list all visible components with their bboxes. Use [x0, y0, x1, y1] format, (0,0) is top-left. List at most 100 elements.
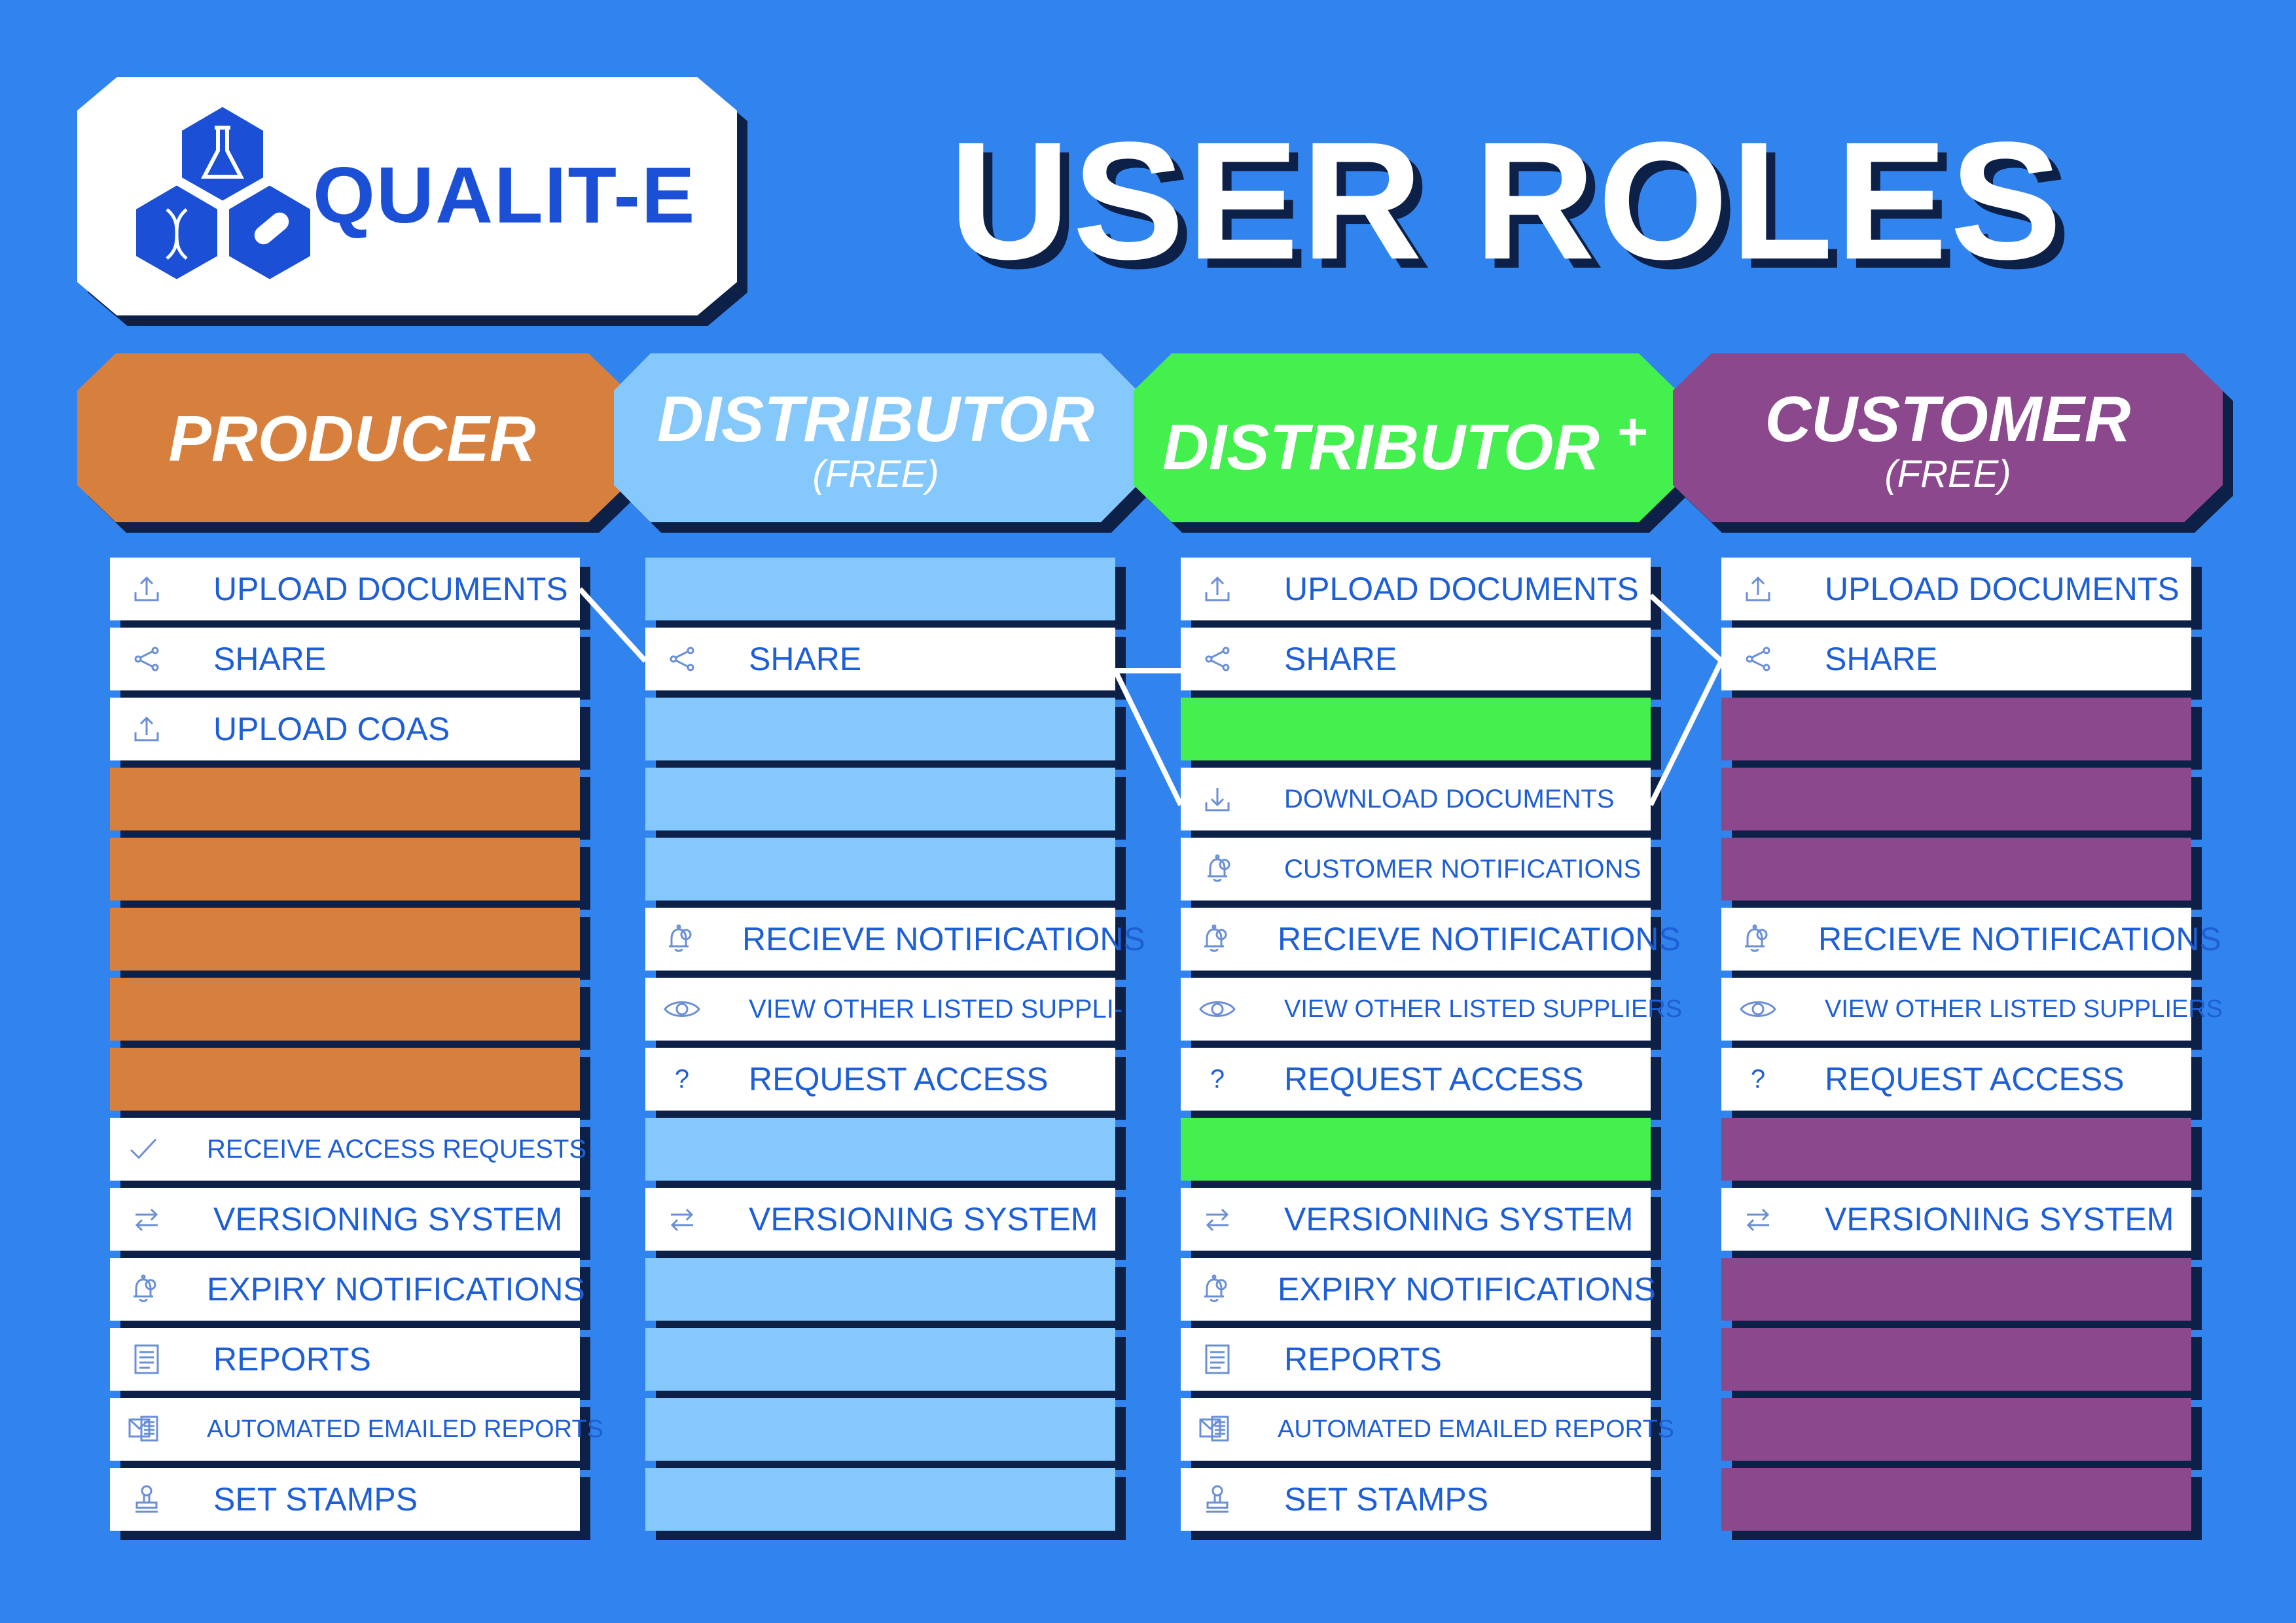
logo-hexagon-icon	[132, 102, 314, 284]
bell-icon	[662, 919, 695, 959]
empty-feature-slot	[1721, 1328, 2191, 1391]
feature-row: SHARE	[645, 628, 1115, 690]
feature-row: DOWNLOAD DOCUMENTS	[1181, 768, 1651, 830]
header-distributor-free-name: DISTRIBUTOR	[657, 383, 1094, 455]
feature-label: UPLOAD COAS	[213, 711, 450, 747]
feature-row: EXPIRY NOTIFICATIONS	[1181, 1258, 1656, 1321]
header-customer-sub: (FREE)	[1884, 453, 2011, 495]
feature-label: SET STAMPS	[213, 1481, 418, 1518]
share-icon	[1198, 639, 1237, 679]
feature-row: SHARE	[110, 628, 580, 690]
feature-row: SET STAMPS	[1181, 1468, 1651, 1531]
svg-text:?: ?	[675, 1065, 689, 1094]
feature-label: VIEW OTHER LISTED SUPPLIERS	[1825, 995, 2223, 1023]
check-icon	[127, 1130, 160, 1169]
column-customer: UPLOAD DOCUMENTS SHARE RECIEVE NOTIFICATIO…	[1721, 558, 2223, 1538]
column-producer: UPLOAD DOCUMENTS SHARE UPLOAD COAS RECEIVE …	[110, 558, 603, 1538]
feature-row: RECIEVE NOTIFICATIONS	[1721, 908, 2221, 971]
header-distributor-plus-name: DISTRIBUTOR	[1162, 411, 1600, 483]
feature-row: RECIEVE NOTIFICATIONS	[1181, 908, 1681, 971]
header-distributor-free: DISTRIBUTOR (FREE)	[614, 353, 1138, 522]
feature-label: VERSIONING SYSTEM	[1284, 1201, 1634, 1238]
feature-label: RECEIVE ACCESS REQUESTS	[207, 1134, 587, 1164]
feature-label: SET STAMPS	[1284, 1481, 1489, 1518]
feature-row: VERSIONING SYSTEM	[1181, 1188, 1651, 1251]
feature-row: RECEIVE ACCESS REQUESTS	[110, 1118, 586, 1181]
empty-feature-slot	[1721, 768, 2191, 830]
empty-feature-slot	[110, 1048, 580, 1111]
feature-row: UPLOAD DOCUMENTS	[1181, 558, 1651, 620]
feature-label: VERSIONING SYSTEM	[213, 1201, 563, 1238]
empty-feature-slot	[645, 1328, 1115, 1391]
feature-label: UPLOAD DOCUMENTS	[1825, 571, 2179, 607]
feature-row: EXPIRY NOTIFICATIONS	[110, 1258, 585, 1321]
download-icon	[1198, 779, 1237, 819]
empty-feature-slot	[1181, 1118, 1651, 1181]
empty-feature-slot	[1721, 698, 2191, 760]
header-distributor-plus-sign: +	[1617, 402, 1648, 461]
bell-icon	[1738, 919, 1771, 959]
feature-label: REPORTS	[213, 1341, 371, 1378]
feature-row: VIEW OTHER LISTED SUPPLIERS	[1721, 978, 2223, 1041]
feature-label: AUTOMATED EMAILED REPORTS	[1278, 1415, 1674, 1443]
feature-row: ?REQUEST ACCESS	[645, 1048, 1115, 1111]
header-distributor-free-sub: (FREE)	[812, 453, 939, 495]
logo-text: QUALIT-E	[313, 151, 696, 240]
upload-icon	[127, 709, 166, 749]
feature-label: SHARE	[749, 641, 862, 677]
feature-label: EXPIRY NOTIFICATIONS	[207, 1271, 585, 1308]
page-title: USER ROLES	[949, 107, 2065, 294]
empty-feature-slot	[1721, 1118, 2191, 1181]
report-icon	[1198, 1340, 1237, 1379]
bell-icon	[1198, 919, 1230, 959]
feature-row: SHARE	[1721, 628, 2191, 690]
header-distributor-plus: DISTRIBUTOR +	[1134, 353, 1677, 522]
empty-feature-slot	[110, 768, 580, 830]
svg-text:?: ?	[1210, 1065, 1225, 1094]
eye-icon	[1738, 990, 1778, 1029]
feature-row: ? REQUEST ACCESS	[1181, 1048, 1651, 1111]
feature-row: VIEW OTHER LISTED SUPPLIERS	[1181, 978, 1682, 1041]
empty-feature-slot	[645, 1398, 1115, 1461]
feature-row: VIEW OTHER LISTED SUPPLI-	[645, 978, 1122, 1041]
feature-label: DOWNLOAD DOCUMENTS	[1284, 784, 1615, 813]
bell-icon	[1198, 1270, 1230, 1309]
feature-row: VERSIONING SYSTEM	[110, 1188, 580, 1251]
eye-icon	[662, 990, 702, 1029]
feature-row: AUTOMATED EMAILED REPORTS	[1181, 1398, 1674, 1461]
feature-row: REPORTS	[1181, 1328, 1651, 1391]
stamp-icon	[127, 1480, 166, 1519]
svg-text:?: ?	[1751, 1065, 1765, 1094]
header-producer-name: PRODUCER	[168, 402, 536, 474]
empty-feature-slot	[645, 558, 1115, 620]
feature-label: VERSIONING SYSTEM	[749, 1201, 1098, 1238]
header-producer: PRODUCER	[77, 353, 627, 522]
share-icon	[1738, 639, 1778, 679]
feature-label: RECIEVE NOTIFICATIONS	[1818, 921, 2221, 957]
empty-feature-slot	[645, 768, 1115, 830]
feature-row: CUSTOMER NOTIFICATIONS	[1181, 838, 1651, 901]
empty-feature-slot	[645, 1258, 1115, 1321]
feature-label: VIEW OTHER LISTED SUPPLIERS	[1284, 995, 1683, 1023]
feature-label: UPLOAD DOCUMENTS	[213, 571, 568, 607]
swap-icon	[1198, 1200, 1237, 1239]
feature-label: VERSIONING SYSTEM	[1825, 1201, 2174, 1238]
column-distributor-plus: UPLOAD DOCUMENTS SHARE DOWNLOAD DOCUMENTS C…	[1181, 558, 1682, 1538]
feature-label: RECIEVE NOTIFICATIONS	[1278, 921, 1681, 957]
empty-feature-slot	[1721, 838, 2191, 901]
empty-feature-slot	[1721, 1258, 2191, 1321]
feature-label: REQUEST ACCESS	[1284, 1061, 1584, 1097]
feature-label: SHARE	[1284, 641, 1397, 677]
upload-icon	[1198, 569, 1237, 609]
feature-row: SHARE	[1181, 628, 1651, 690]
share-icon	[127, 639, 166, 679]
upload-icon	[127, 569, 166, 609]
empty-feature-slot	[645, 838, 1115, 901]
feature-label: REPORTS	[1284, 1341, 1442, 1378]
question-icon: ?	[1738, 1060, 1778, 1099]
empty-feature-slot	[1181, 698, 1651, 760]
question-icon: ?	[662, 1060, 702, 1099]
header-customer: CUSTOMER (FREE)	[1673, 353, 2223, 522]
